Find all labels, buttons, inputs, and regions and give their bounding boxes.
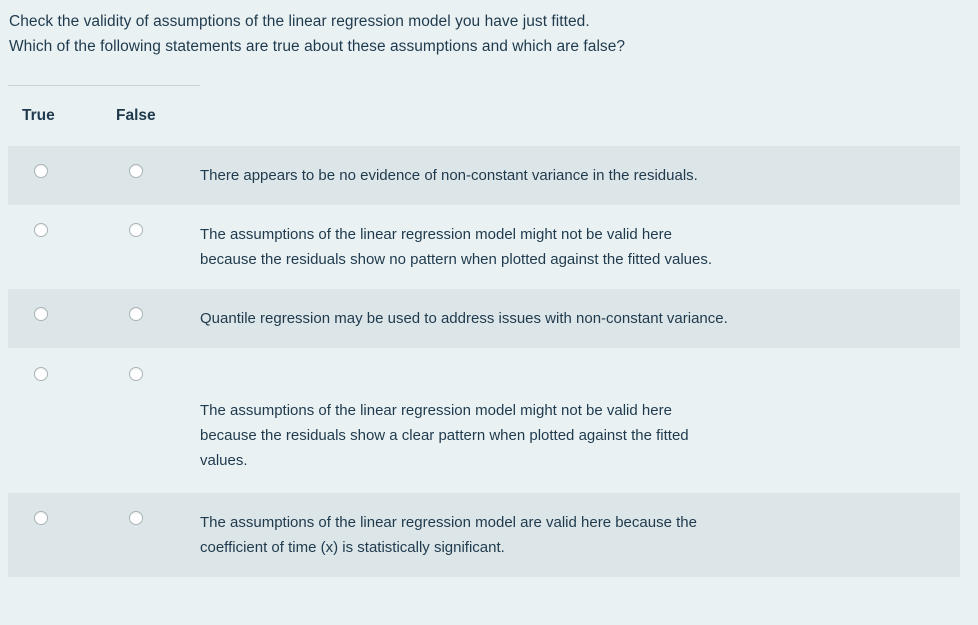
radio-false-row-4[interactable]: [129, 367, 143, 381]
true-false-matrix: True False There appears to be no eviden…: [0, 85, 978, 577]
statement-line: because the residuals show a clear patte…: [200, 427, 689, 444]
column-header-false: False: [116, 107, 156, 124]
radio-cell-true[interactable]: [8, 306, 104, 321]
question-prompt: Check the validity of assumptions of the…: [0, 0, 978, 59]
radio-cell-false[interactable]: [104, 366, 200, 381]
table-row: There appears to be no evidence of non-c…: [8, 146, 960, 205]
prompt-line-2: Which of the following statements are tr…: [9, 38, 626, 55]
radio-false-row-1[interactable]: [129, 164, 143, 178]
prompt-line-1: Check the validity of assumptions of the…: [9, 13, 590, 30]
column-header-true: True: [22, 107, 55, 124]
radio-false-row-2[interactable]: [129, 223, 143, 237]
statement-text: Quantile regression may be used to addre…: [200, 306, 960, 331]
statement-text: The assumptions of the linear regression…: [200, 510, 960, 560]
statement-line: There appears to be no evidence of non-c…: [200, 167, 698, 184]
radio-true-row-5[interactable]: [34, 511, 48, 525]
table-row: Quantile regression may be used to addre…: [8, 289, 960, 348]
statement-text: The assumptions of the linear regression…: [200, 366, 960, 473]
statement-line: coefficient of time (x) is statistically…: [200, 539, 505, 556]
matrix-rows: There appears to be no evidence of non-c…: [8, 146, 960, 577]
radio-cell-true[interactable]: [8, 366, 104, 381]
statement-line: because the residuals show no pattern wh…: [200, 251, 712, 268]
radio-true-row-3[interactable]: [34, 307, 48, 321]
radio-cell-true[interactable]: [8, 222, 104, 237]
table-row: The assumptions of the linear regression…: [8, 205, 960, 289]
matrix-column-headers: True False: [0, 86, 978, 146]
statement-line: Quantile regression may be used to addre…: [200, 310, 728, 327]
radio-cell-false[interactable]: [104, 306, 200, 321]
header-divider: [8, 85, 200, 86]
table-row: The assumptions of the linear regression…: [8, 493, 960, 577]
radio-cell-true[interactable]: [8, 163, 104, 178]
radio-cell-false[interactable]: [104, 510, 200, 525]
radio-cell-true[interactable]: [8, 510, 104, 525]
radio-cell-false[interactable]: [104, 222, 200, 237]
statement-text: The assumptions of the linear regression…: [200, 222, 960, 272]
radio-cell-false[interactable]: [104, 163, 200, 178]
radio-true-row-1[interactable]: [34, 164, 48, 178]
radio-true-row-4[interactable]: [34, 367, 48, 381]
statement-text: There appears to be no evidence of non-c…: [200, 163, 960, 188]
statement-line: The assumptions of the linear regression…: [200, 514, 697, 531]
radio-true-row-2[interactable]: [34, 223, 48, 237]
statement-line: The assumptions of the linear regression…: [200, 226, 672, 243]
radio-false-row-5[interactable]: [129, 511, 143, 525]
statement-line: The assumptions of the linear regression…: [200, 402, 672, 419]
statement-line: values.: [200, 452, 248, 469]
table-row: The assumptions of the linear regression…: [8, 348, 960, 493]
radio-false-row-3[interactable]: [129, 307, 143, 321]
